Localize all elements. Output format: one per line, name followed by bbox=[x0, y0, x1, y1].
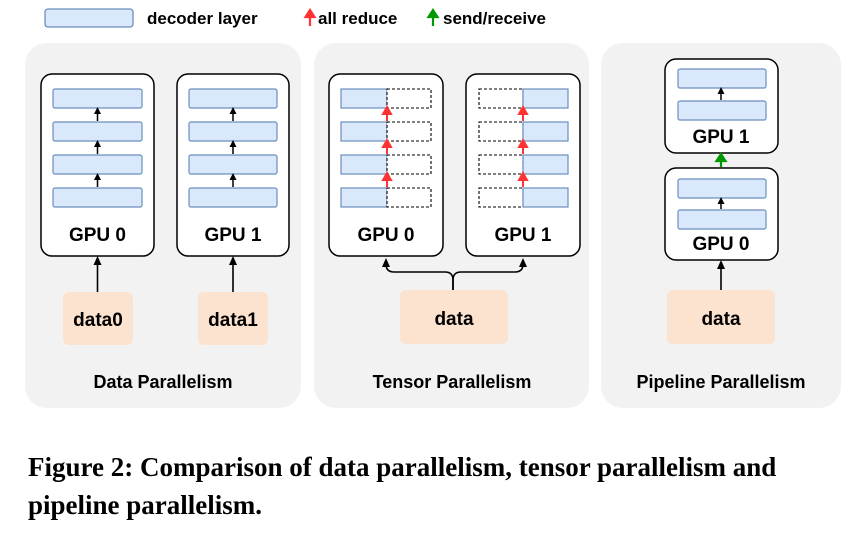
input-split-connector bbox=[382, 258, 454, 290]
decoder-layer-shard bbox=[522, 154, 569, 175]
legend-send-receive-arrow-icon bbox=[426, 7, 440, 26]
legend-send-receive-label: send/receive bbox=[443, 9, 546, 28]
tp-gpu0-box: GPU 0 bbox=[328, 73, 444, 257]
gpu-label: GPU 0 bbox=[692, 234, 749, 255]
legend-decoder-layer-label: decoder layer bbox=[147, 9, 258, 28]
decoder-layer-shard bbox=[522, 121, 569, 142]
decoder-layer bbox=[52, 154, 143, 175]
data-input-label: data1 bbox=[208, 310, 258, 331]
figure-caption: Figure 2: Comparison of data parallelism… bbox=[28, 452, 777, 520]
panel-title: Data Parallelism bbox=[93, 372, 232, 392]
pipeline-parallelism-panel: GPU 1 GPU 0 data Pipeline Parallelism bbox=[601, 43, 841, 408]
gpu-label: GPU 0 bbox=[357, 225, 414, 246]
decoder-layer-shard-remote bbox=[386, 154, 432, 175]
decoder-layer-shard-remote bbox=[478, 187, 524, 208]
gpu-label: GPU 1 bbox=[494, 225, 551, 246]
panel-title: Tensor Parallelism bbox=[373, 372, 532, 392]
tensor-parallelism-panel: GPU 0 GPU 1 data Tensor Parallelism bbox=[314, 43, 589, 408]
data-parallelism-panel: GPU 0 GPU 1 data0 data1 Data Parallelism bbox=[25, 43, 301, 408]
pp-gpu1-box: GPU 1 bbox=[664, 58, 779, 154]
legend: decoder layer all reduce send/receive bbox=[44, 7, 546, 28]
decoder-layer bbox=[677, 178, 767, 199]
gpu-label: GPU 1 bbox=[204, 225, 261, 246]
decoder-layer-shard bbox=[340, 121, 388, 142]
legend-decoder-layer-swatch bbox=[44, 8, 134, 28]
legend-all-reduce-arrow-icon bbox=[303, 7, 317, 26]
decoder-layer-shard bbox=[340, 88, 388, 109]
decoder-layer-shard-remote bbox=[386, 121, 432, 142]
data-input-box bbox=[667, 290, 775, 344]
decoder-layer-shard-remote bbox=[478, 154, 524, 175]
decoder-layer-shard bbox=[522, 187, 569, 208]
tp-gpu1-box: GPU 1 bbox=[465, 73, 581, 257]
gpu-label: GPU 1 bbox=[692, 127, 749, 148]
all-reduce-arrow-icon bbox=[381, 170, 393, 187]
data-input-box bbox=[198, 292, 268, 345]
decoder-layer-shard-remote bbox=[386, 88, 432, 109]
decoder-layer bbox=[188, 88, 278, 109]
decoder-layer bbox=[677, 68, 767, 89]
all-reduce-arrow-icon bbox=[381, 104, 393, 121]
panel-title: Pipeline Parallelism bbox=[636, 372, 805, 392]
decoder-layer bbox=[52, 88, 143, 109]
decoder-layer-shard bbox=[340, 154, 388, 175]
dp-gpu1-box: GPU 1 bbox=[176, 73, 290, 257]
decoder-layer bbox=[677, 209, 767, 230]
input-split-connector bbox=[452, 258, 527, 290]
all-reduce-arrow-icon bbox=[517, 170, 529, 187]
data-input-label: data bbox=[434, 309, 474, 330]
data-input-label: data bbox=[701, 309, 741, 330]
decoder-layer bbox=[188, 187, 278, 208]
decoder-layer-shard-remote bbox=[478, 121, 524, 142]
decoder-layer bbox=[52, 187, 143, 208]
gpu-label: GPU 0 bbox=[69, 225, 126, 246]
send-receive-arrow-icon bbox=[714, 151, 728, 167]
decoder-layer bbox=[52, 121, 143, 142]
all-reduce-arrow-icon bbox=[517, 137, 529, 154]
all-reduce-arrow-icon bbox=[381, 137, 393, 154]
pp-gpu0-box: GPU 0 bbox=[664, 167, 779, 261]
data-input-label: data0 bbox=[73, 310, 123, 331]
decoder-layer-shard-remote bbox=[386, 187, 432, 208]
decoder-layer-shard bbox=[340, 187, 388, 208]
data-input-box bbox=[63, 292, 133, 345]
legend-all-reduce-label: all reduce bbox=[318, 9, 397, 28]
decoder-layer-shard-remote bbox=[478, 88, 524, 109]
data-input-box bbox=[400, 290, 508, 344]
decoder-layer bbox=[188, 121, 278, 142]
dp-gpu0-box: GPU 0 bbox=[40, 73, 155, 257]
decoder-layer bbox=[677, 100, 767, 121]
decoder-layer-shard bbox=[522, 88, 569, 109]
all-reduce-arrow-icon bbox=[517, 104, 529, 121]
decoder-layer bbox=[188, 154, 278, 175]
